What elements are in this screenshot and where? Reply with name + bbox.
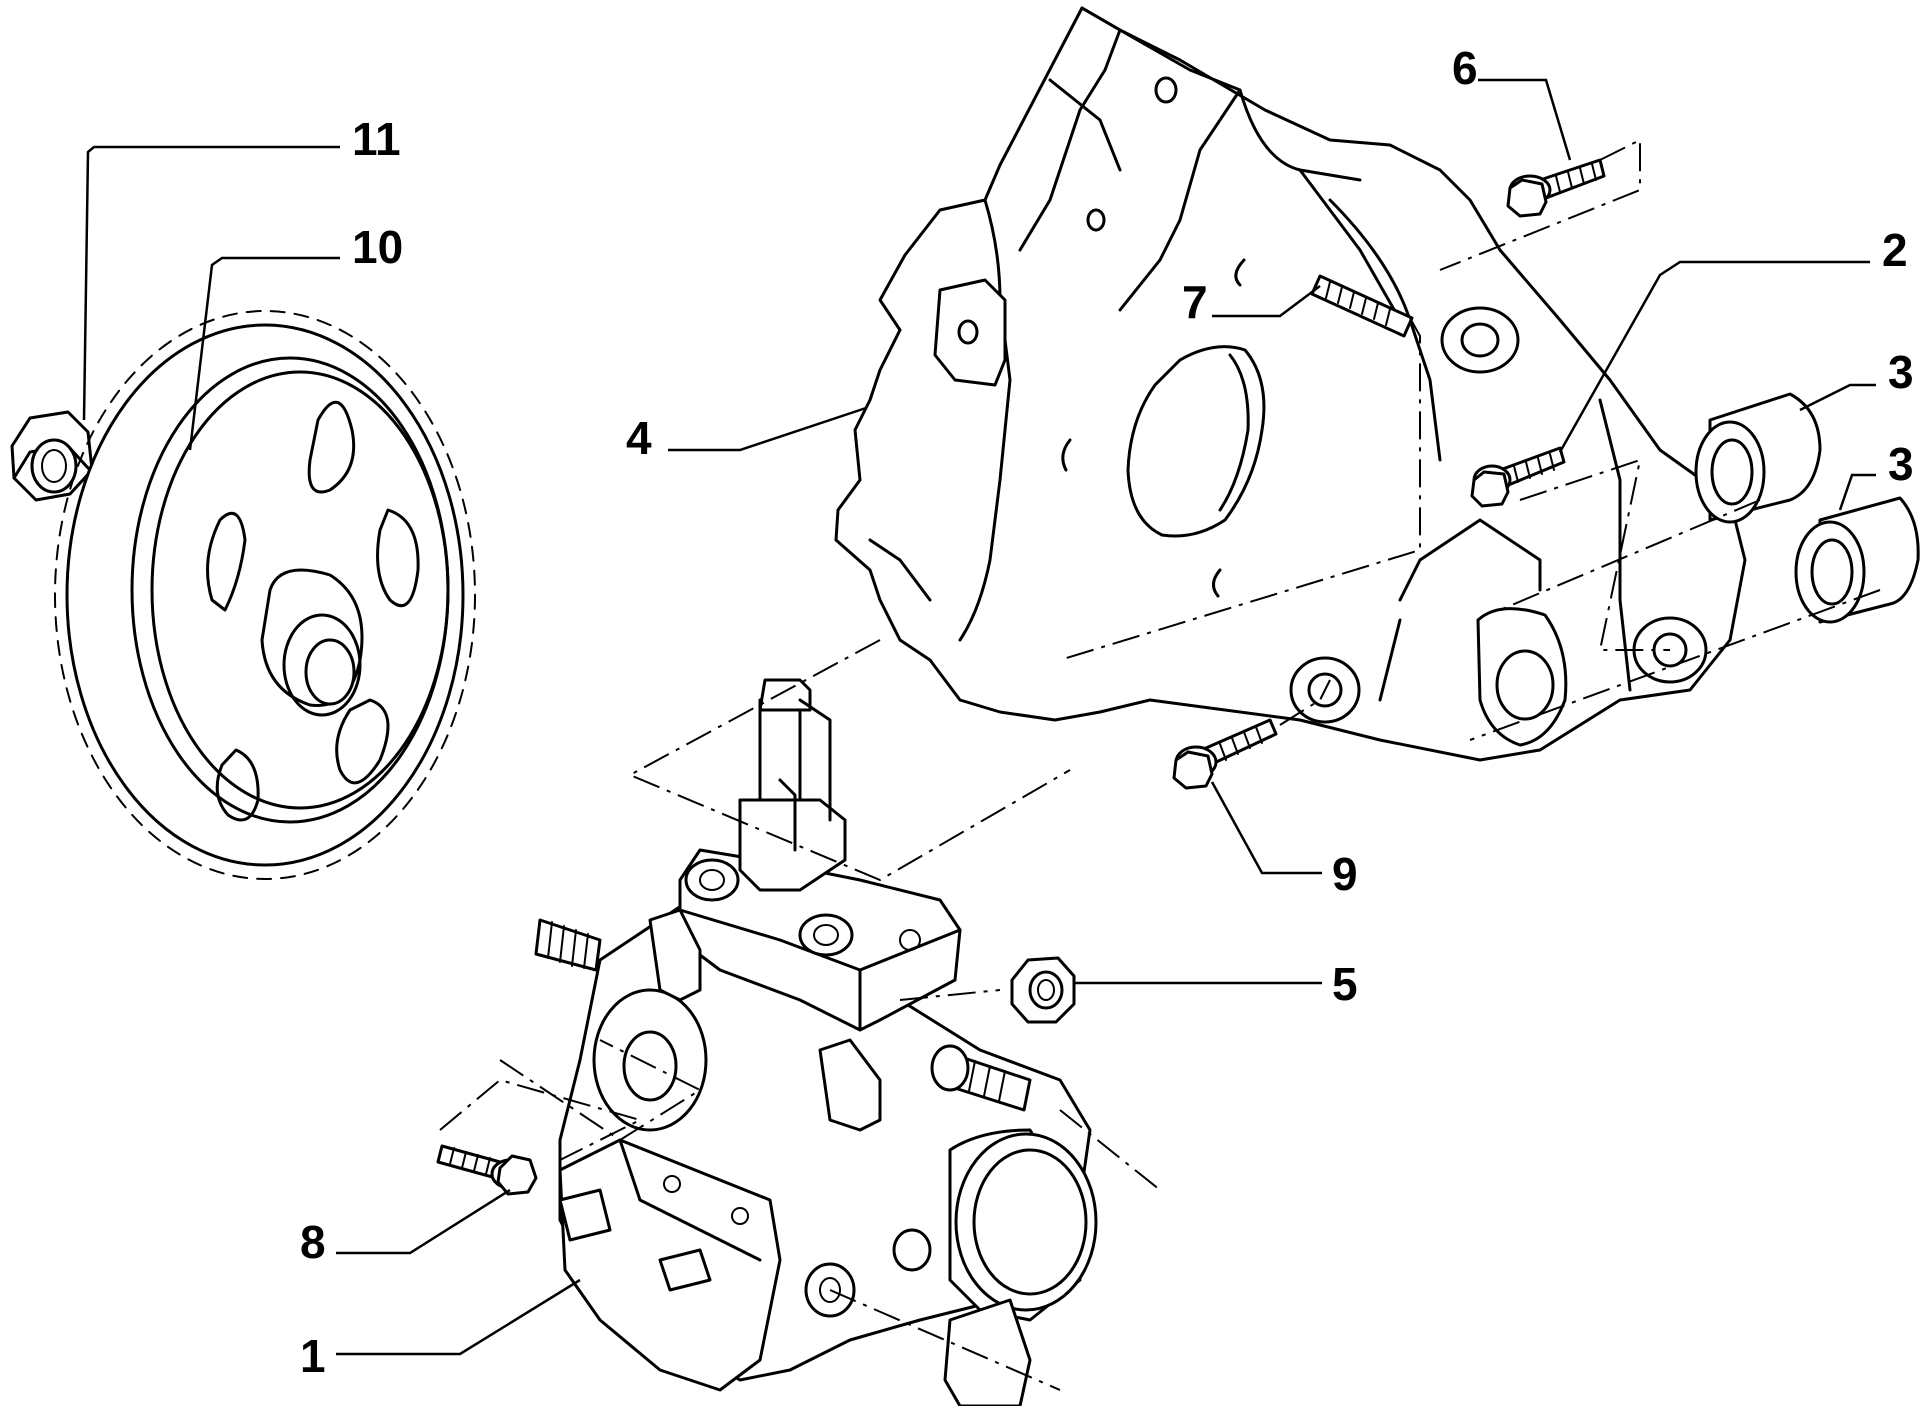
callout-2: 2 [1882,224,1908,276]
callout-7: 7 [1182,276,1208,328]
callout-labels: 11 10 6 7 2 3 3 4 9 5 8 1 [300,42,1914,1382]
part-7-stud [1310,274,1414,338]
callout-9: 9 [1332,848,1358,900]
part-6-bolt [1506,158,1606,218]
part-5-nut [1010,956,1076,1024]
callout-3-lower: 3 [1888,438,1914,490]
callout-11: 11 [352,113,401,165]
part-1-pump [534,678,1098,1406]
part-3-bushing-lower [1794,496,1920,624]
callout-4: 4 [626,412,652,464]
callout-8: 8 [300,1216,326,1268]
callout-6: 6 [1452,42,1478,94]
callout-1: 1 [300,1330,326,1382]
assembly-axis-lines [439,138,1881,1391]
part-8-bolt [436,1144,538,1196]
callout-3-upper: 3 [1888,346,1914,398]
part-3-bushing-upper [1694,392,1822,524]
callout-10: 10 [352,221,403,273]
part-10-pulley [54,310,476,880]
part-4-bracket [834,6,1747,762]
leader-lines [82,78,1876,1356]
part-2-bolt [1470,446,1566,508]
part-11-nut [10,410,94,502]
part-9-bolt [1172,718,1278,790]
callout-5: 5 [1332,958,1358,1010]
